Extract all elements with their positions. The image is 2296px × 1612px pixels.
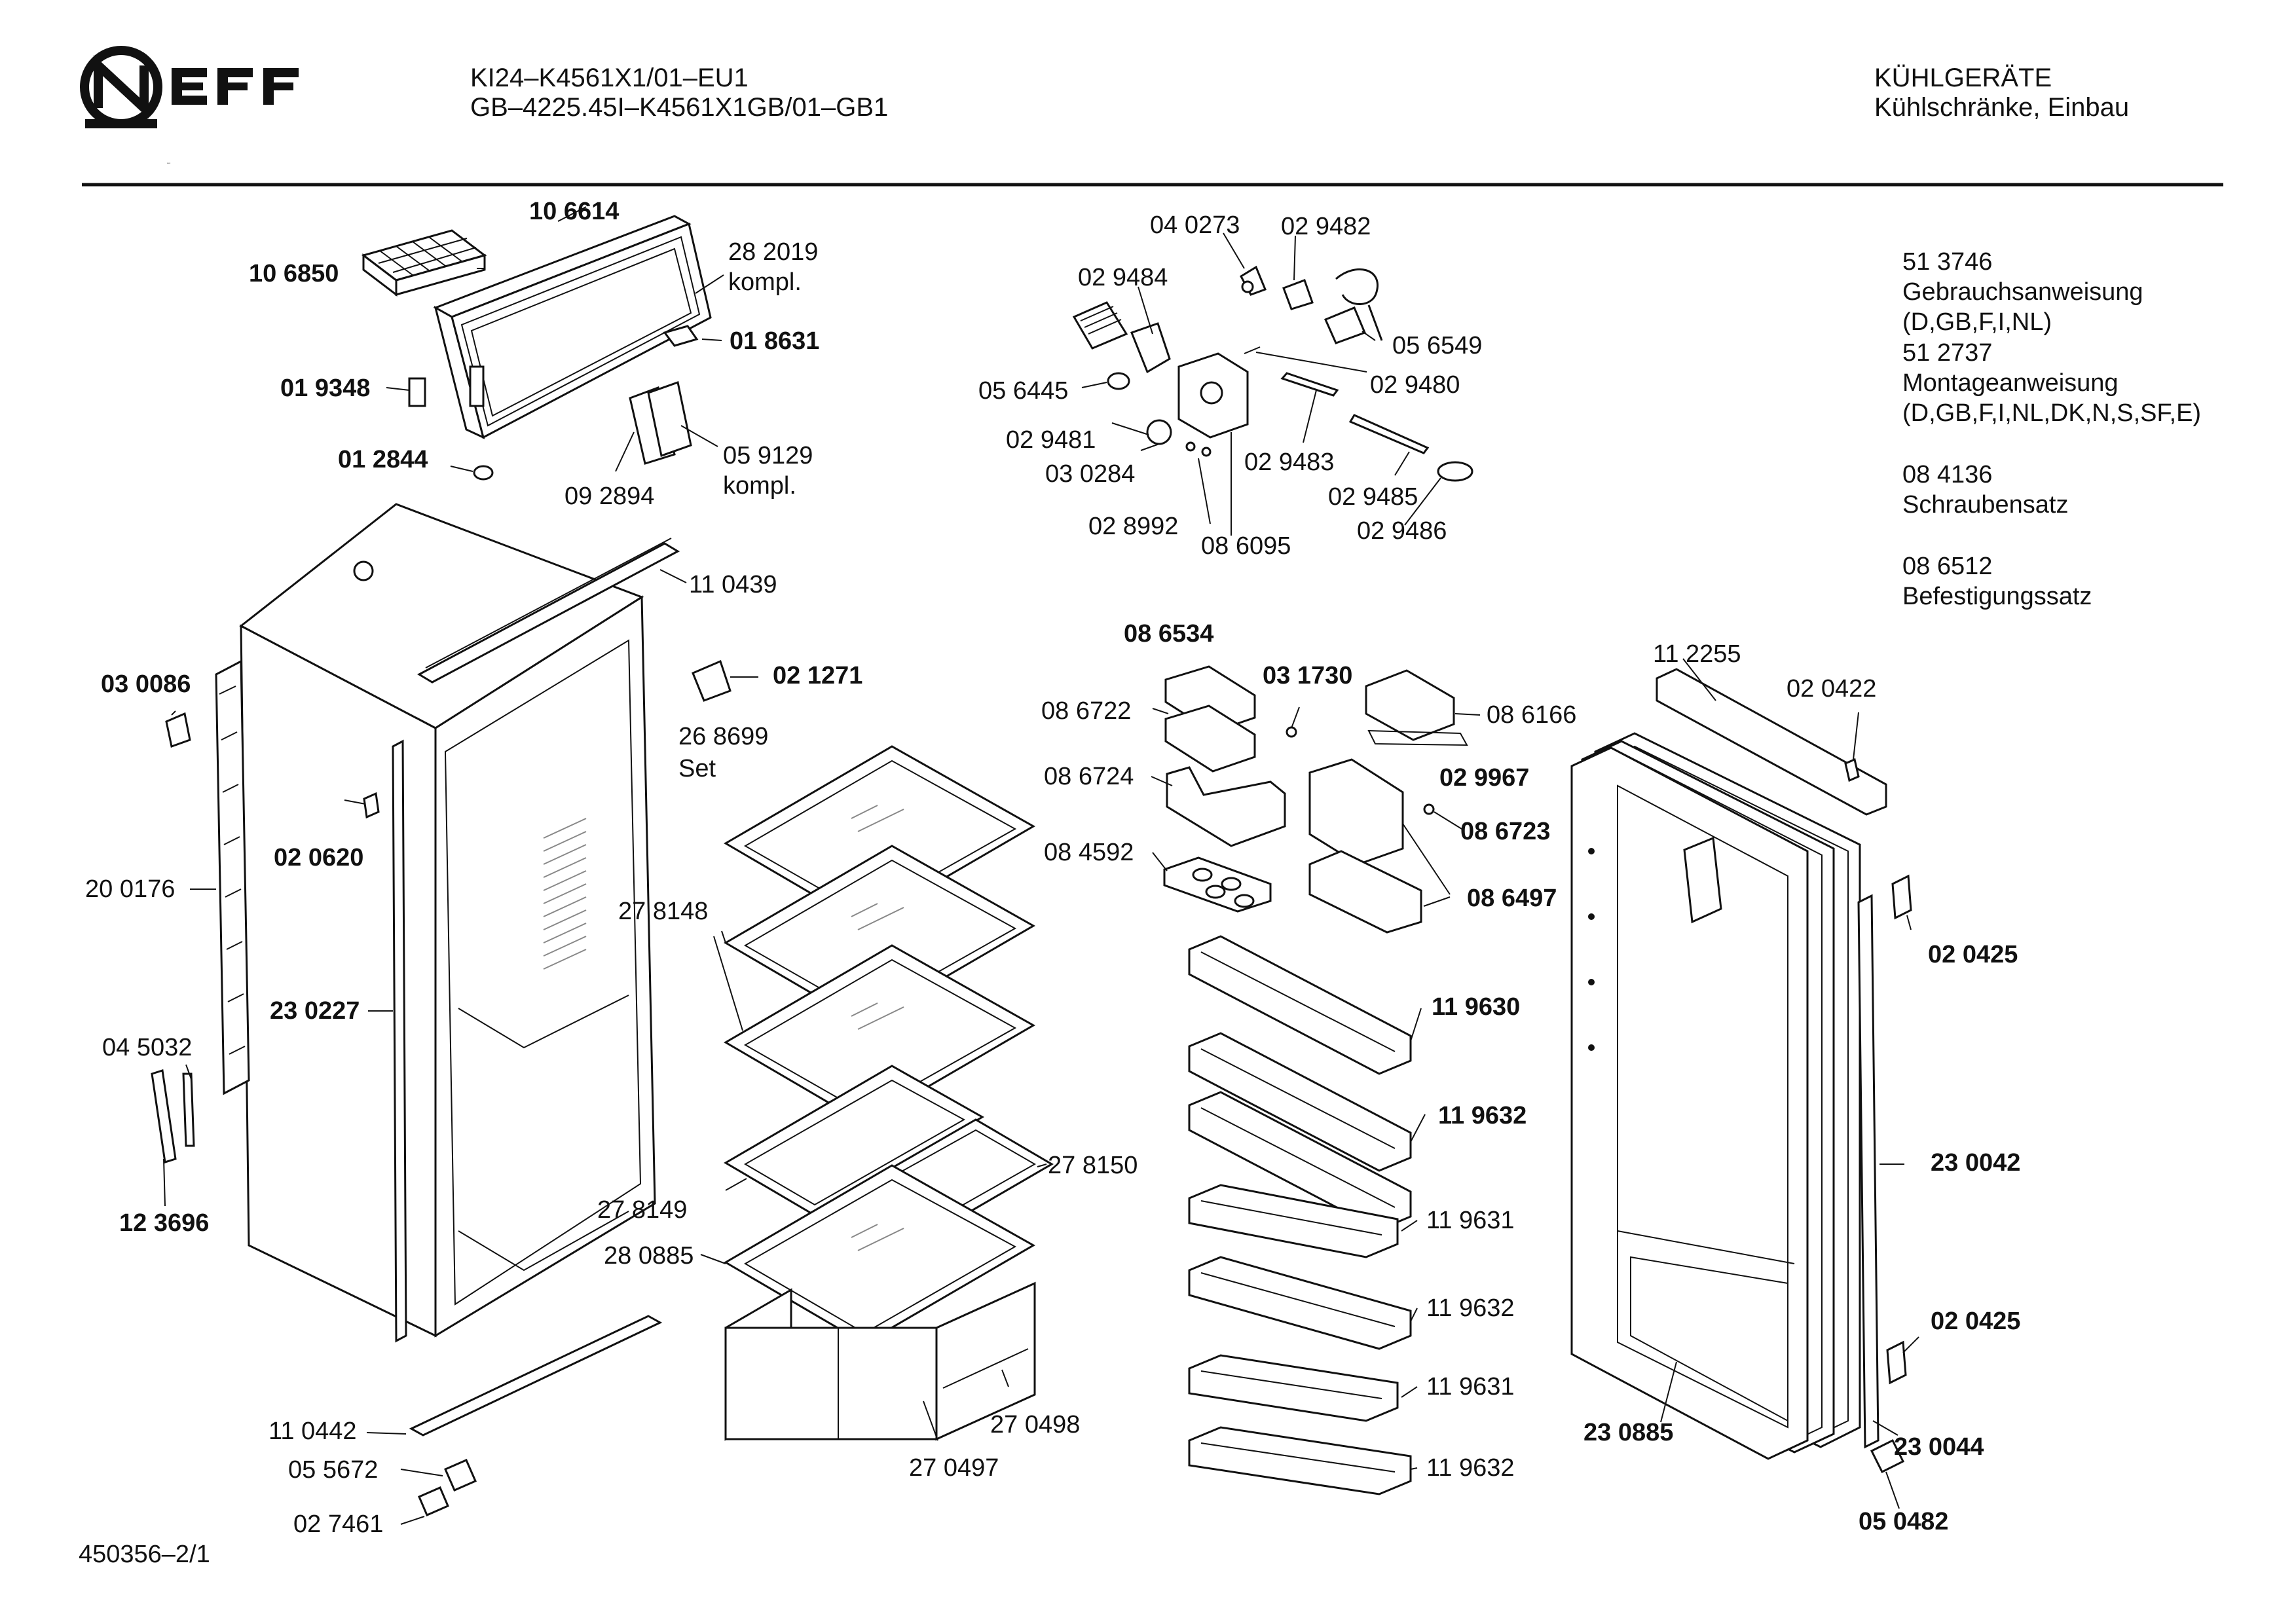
label-02-9480: 02 9480: [1370, 371, 1460, 399]
doc-1-title: Gebrauchsanweisung: [1902, 278, 2143, 306]
freezer-door-group: [361, 206, 724, 481]
doc-1-number: 51 3746: [1902, 248, 1992, 276]
label-05-5672: 05 5672: [288, 1456, 378, 1484]
label-08-6534: 08 6534: [1124, 620, 1213, 648]
label-01-9348: 01 9348: [280, 375, 370, 402]
label-26-8699: 26 8699: [678, 723, 768, 750]
label-04-5032: 04 5032: [102, 1034, 192, 1061]
label-02-9484: 02 9484: [1078, 264, 1168, 291]
label-10-6850: 10 6850: [249, 260, 339, 287]
part-labels: 10 6614 10 6850 28 2019 kompl. 01 8631 0…: [85, 198, 2020, 1538]
label-11-0442: 11 0442: [268, 1418, 357, 1445]
label-11-0439: 11 0439: [689, 571, 777, 598]
cabinet-body: [151, 503, 758, 1525]
refrigerator-door-group: [1570, 658, 1919, 1509]
shelves-and-crispers: [700, 745, 1054, 1441]
drawing-id: 450356–2/1: [79, 1541, 210, 1568]
label-05-9129: 05 9129: [723, 442, 813, 469]
label-23-0044: 23 0044: [1894, 1433, 1984, 1461]
label-11-9630: 11 9630: [1432, 993, 1520, 1021]
label-02-9486: 02 9486: [1357, 517, 1447, 545]
label-01-2844: 01 2844: [338, 446, 428, 473]
label-11-2255: 11 2255: [1653, 640, 1741, 668]
label-28-2019: 28 2019: [728, 238, 818, 266]
label-27-0498: 27 0498: [990, 1411, 1080, 1438]
label-11-9632-c: 11 9632: [1426, 1454, 1515, 1482]
label-09-2894: 09 2894: [565, 483, 654, 510]
doc-4-number: 08 6512: [1902, 553, 1992, 580]
label-27-8148: 27 8148: [618, 898, 708, 925]
label-28-0885: 28 0885: [604, 1242, 694, 1270]
category-subtitle: Kühlschränke, Einbau: [1874, 93, 2129, 122]
label-03-1730: 03 1730: [1263, 662, 1352, 689]
label-11-9631-a: 11 9631: [1426, 1207, 1515, 1234]
label-02-0620: 02 0620: [274, 844, 363, 871]
label-02-7461: 02 7461: [293, 1511, 383, 1538]
label-02-9485: 02 9485: [1328, 483, 1418, 511]
label-03-0086: 03 0086: [101, 670, 191, 698]
category-title: KÜHLGERÄTE: [1874, 64, 2052, 92]
door-shelves-group: [1151, 665, 1481, 1495]
label-08-6723: 08 6723: [1460, 818, 1550, 845]
doc-1-languages: (D,GB,F,I,NL): [1902, 308, 2052, 336]
brand-name: NEFF: [167, 163, 171, 164]
thermostat-light-group: [1072, 232, 1473, 536]
doc-3-title: Schraubensatz: [1902, 491, 2069, 519]
neff-logo: NEFF: [80, 46, 299, 164]
model-line-2: GB–4225.45I–K4561X1GB/01–GB1: [470, 93, 888, 122]
label-11-9631-b: 11 9631: [1426, 1373, 1515, 1401]
label-20-0176: 20 0176: [85, 875, 175, 903]
label-08-4592: 08 4592: [1044, 839, 1134, 866]
label-08-6497: 08 6497: [1467, 885, 1557, 912]
label-02-9483: 02 9483: [1244, 449, 1334, 476]
documentation-list: 51 3746 Gebrauchsanweisung (D,GB,F,I,NL)…: [1902, 248, 2201, 610]
label-kompl-1: kompl.: [728, 268, 802, 296]
model-line-1: KI24–K4561X1/01–EU1: [470, 64, 749, 92]
label-10-6614: 10 6614: [529, 198, 619, 225]
label-01-8631: 01 8631: [730, 327, 819, 355]
label-08-6095: 08 6095: [1201, 532, 1291, 560]
label-02-0425-b: 02 0425: [1931, 1308, 2020, 1335]
label-kompl-2: kompl.: [723, 472, 796, 500]
doc-2-title: Montageanweisung: [1902, 369, 2119, 397]
label-27-0497: 27 0497: [909, 1454, 999, 1482]
label-02-0425-a: 02 0425: [1928, 941, 2018, 968]
label-11-9632-a: 11 9632: [1438, 1102, 1527, 1129]
doc-2-number: 51 2737: [1902, 339, 1992, 367]
label-05-6549: 05 6549: [1392, 332, 1482, 359]
label-02-0422: 02 0422: [1787, 675, 1876, 703]
label-27-8149: 27 8149: [597, 1196, 687, 1224]
label-08-6724: 08 6724: [1044, 763, 1134, 790]
label-02-9482: 02 9482: [1281, 213, 1371, 240]
label-23-0885: 23 0885: [1583, 1419, 1673, 1446]
label-27-8150: 27 8150: [1048, 1152, 1138, 1179]
label-02-9967: 02 9967: [1439, 764, 1529, 792]
label-11-9632-b: 11 9632: [1426, 1294, 1515, 1322]
doc-2-languages: (D,GB,F,I,NL,DK,N,S,SF,E): [1902, 399, 2201, 427]
label-02-1271: 02 1271: [773, 662, 862, 689]
label-12-3696: 12 3696: [119, 1209, 209, 1237]
doc-3-number: 08 4136: [1902, 461, 1992, 488]
label-02-9481: 02 9481: [1006, 426, 1096, 454]
label-08-6722: 08 6722: [1041, 697, 1131, 725]
label-23-0227: 23 0227: [270, 997, 360, 1025]
label-02-8992: 02 8992: [1088, 513, 1178, 540]
label-05-0482: 05 0482: [1859, 1508, 1948, 1535]
doc-4-title: Befestigungssatz: [1902, 583, 2092, 610]
label-08-6166: 08 6166: [1487, 701, 1576, 729]
label-04-0273: 04 0273: [1150, 211, 1240, 239]
label-set: Set: [678, 755, 716, 782]
label-03-0284: 03 0284: [1045, 460, 1135, 488]
label-23-0042: 23 0042: [1931, 1149, 2020, 1177]
label-05-6445: 05 6445: [978, 377, 1068, 405]
